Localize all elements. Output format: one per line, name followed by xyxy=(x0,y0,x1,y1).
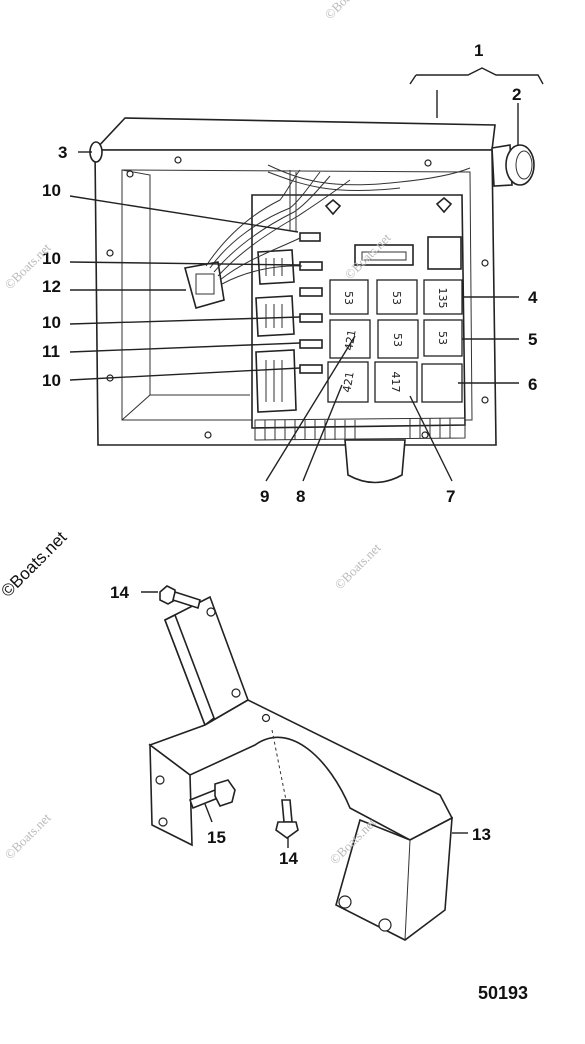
fuse: 53 xyxy=(329,279,369,315)
callout-10: 10 xyxy=(42,313,61,332)
figure-number: 50193 xyxy=(478,983,529,1003)
screw xyxy=(188,779,236,810)
callout-10: 10 xyxy=(42,249,61,268)
callouts: 1 2 3 10 10 12 10 11 10 4 5 6 9 8 7 14 1… xyxy=(42,41,538,868)
fuse-label: 135 xyxy=(436,288,449,309)
leader-lines xyxy=(69,67,544,848)
harness-connectors xyxy=(183,249,297,413)
callout-5: 5 xyxy=(528,330,537,349)
callout-8: 8 xyxy=(296,487,305,506)
callout-1: 1 xyxy=(474,41,483,60)
callout-12: 12 xyxy=(42,277,61,296)
fuse: 53 xyxy=(423,319,463,357)
watermark: ©Boats.net xyxy=(2,810,54,862)
callout-3: 3 xyxy=(58,143,67,162)
fuse-label: 53 xyxy=(436,331,449,345)
fuse: 53 xyxy=(377,319,419,359)
callout-13: 13 xyxy=(472,825,491,844)
fuse-block: 53 53 135 421 53 53 421 417 xyxy=(327,279,463,403)
fuse: 421 xyxy=(327,361,369,403)
callout-10: 10 xyxy=(42,181,61,200)
fuse: 53 xyxy=(376,279,418,315)
callout-14: 14 xyxy=(110,583,129,602)
watermark: ©Boats.net xyxy=(322,0,374,22)
fuse-label: 421 xyxy=(342,329,358,352)
watermark: ©Boats.net xyxy=(332,540,384,592)
callout-9: 9 xyxy=(260,487,269,506)
watermark: ©Boats.net xyxy=(0,528,71,601)
callout-7: 7 xyxy=(446,487,455,506)
fuse: 135 xyxy=(423,279,463,315)
screw xyxy=(159,585,201,610)
callout-6: 6 xyxy=(528,375,537,394)
fuse: 417 xyxy=(374,361,418,403)
fuse-label: 417 xyxy=(389,372,402,393)
fuse-label: 421 xyxy=(340,371,356,394)
callout-4: 4 xyxy=(528,288,538,307)
callout-10: 10 xyxy=(42,371,61,390)
fuse-label: 53 xyxy=(391,333,404,347)
callout-14: 14 xyxy=(279,849,298,868)
fuse-label: 53 xyxy=(342,291,355,305)
screw xyxy=(271,729,299,839)
callout-2: 2 xyxy=(512,85,521,104)
grommet xyxy=(491,144,535,187)
callout-15: 15 xyxy=(207,828,226,847)
wire-harness xyxy=(205,164,471,285)
mounting-bracket xyxy=(148,595,454,941)
fuse: 421 xyxy=(329,319,371,359)
blank-fuse xyxy=(421,363,463,403)
fuse-label: 53 xyxy=(390,291,403,305)
callout-11: 11 xyxy=(42,342,60,361)
